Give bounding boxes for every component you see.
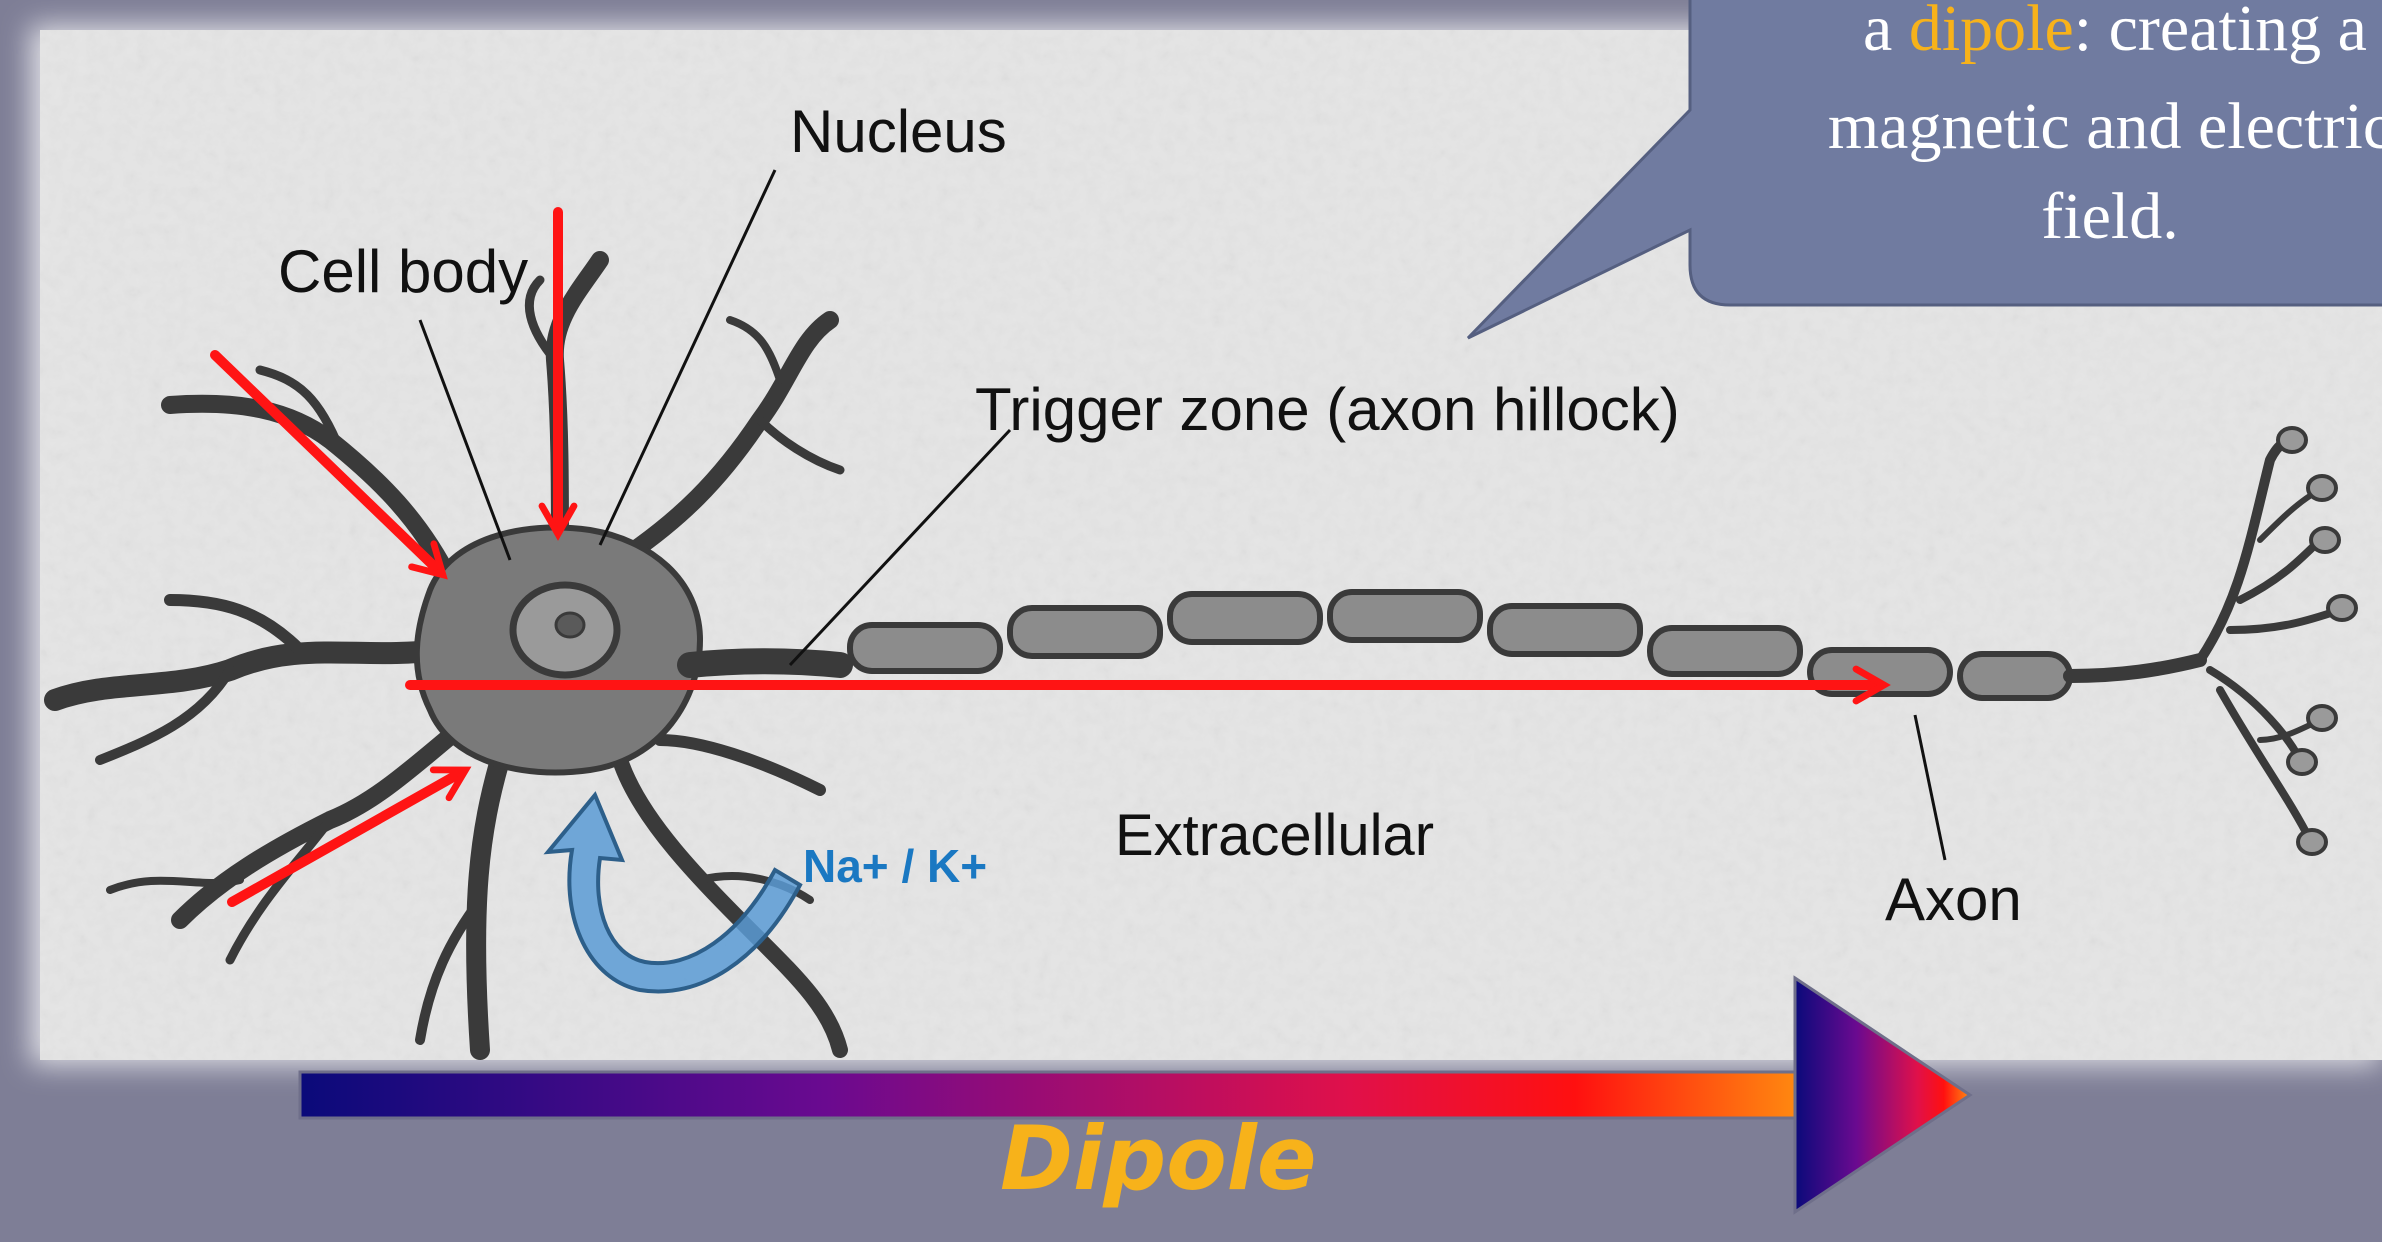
callout-line-3: field. [2041, 180, 2178, 253]
dipole-label: Dipole [1000, 1115, 1300, 1203]
label-extracellular: Extracellular [1115, 803, 1434, 868]
label-nucleus: Nucleus [790, 98, 1007, 165]
callout-line-1: a dipole: creating a [1863, 0, 2367, 65]
label-axon: Axon [1885, 866, 2022, 933]
label-ion-flow: Na+ / K+ [803, 840, 987, 892]
label-trigger-zone: Trigger zone (axon hillock) [975, 376, 1680, 443]
label-cell-body: Cell body [278, 238, 528, 305]
callout-line-2: magnetic and electric [1828, 90, 2382, 163]
